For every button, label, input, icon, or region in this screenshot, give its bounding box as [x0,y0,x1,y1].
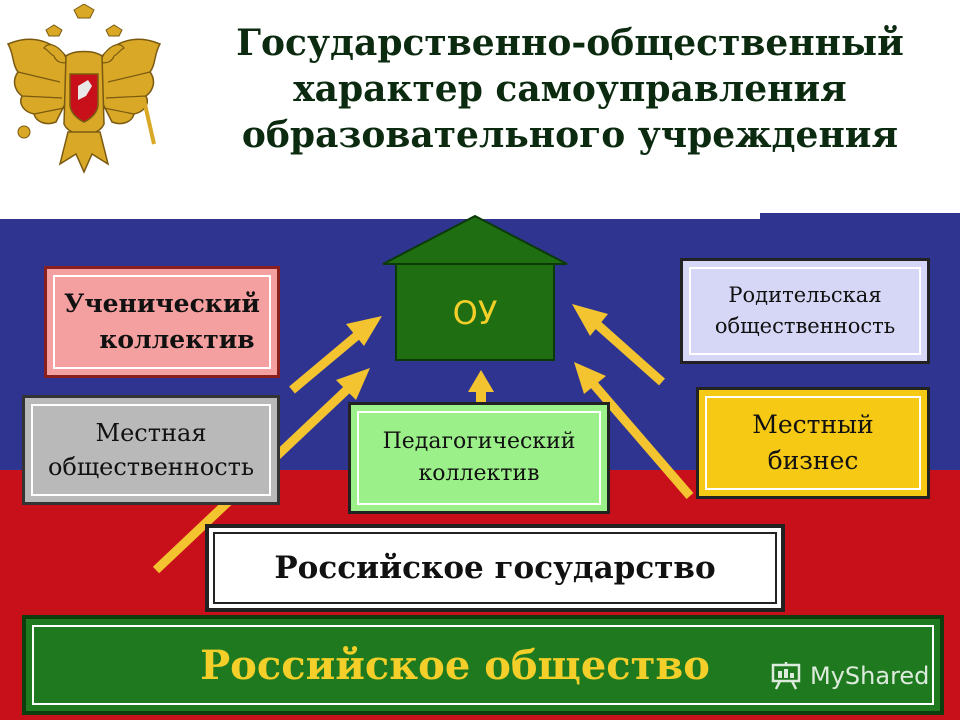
parent-community-line-1: Родительская [728,283,882,307]
title-line-1: Государственно-общественный [236,22,904,64]
pedagogical-collective-line-2: коллектив [418,461,540,486]
pedagogical-collective-line-1: Педагогический [382,429,576,454]
local-community-line-2: общественность [47,453,255,481]
russian-coat-of-arms-icon [6,4,162,174]
local-business-box: Местный бизнес [696,387,930,499]
local-business-line-1: Местный [752,410,874,439]
title-line-2: характер самоуправления [293,68,847,110]
russian-state-label: Российское государство [274,550,716,586]
local-community-box: Местная общественность [22,395,280,505]
russian-state-box: Российское государство [205,524,785,612]
presentation-board-icon [771,662,801,690]
myshared-watermark: MyShared [770,658,929,694]
student-collective-line-1: Ученический [64,289,260,318]
flag-white-stripe [0,213,760,219]
title-line-3: образовательного учреждения [241,114,899,156]
watermark-text: MyShared [810,662,930,690]
parent-community-line-2: общественность [714,314,896,338]
ou-label: ОУ [452,293,498,332]
student-collective-box: Ученический коллектив [44,266,280,378]
student-collective-line-2: коллектив [99,325,255,354]
parent-community-box: Родительская общественность [680,258,930,364]
russian-society-label: Российское общество [200,641,710,689]
local-community-line-1: Местная [95,419,207,447]
slide-title: Государственно-общественный характер сам… [180,20,960,158]
local-business-line-2: бизнес [767,446,859,475]
pedagogical-collective-box: Педагогический коллектив [348,402,610,514]
